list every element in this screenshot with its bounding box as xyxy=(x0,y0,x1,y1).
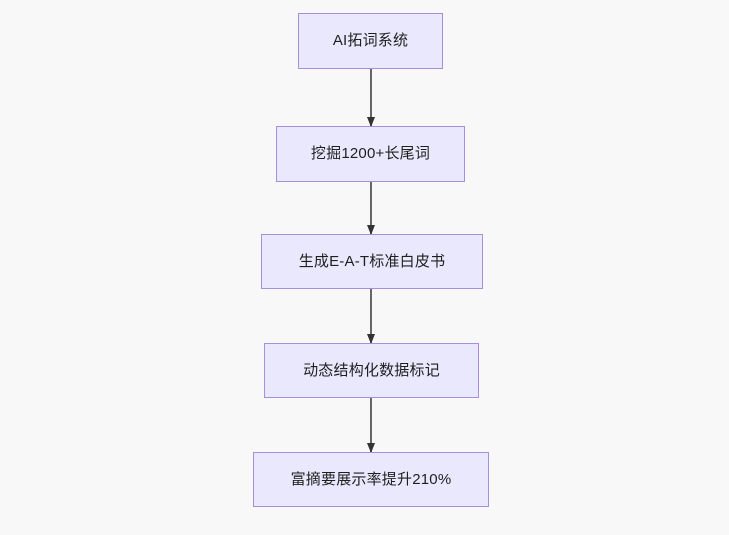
node-label: AI拓词系统 xyxy=(332,32,409,49)
node-label: 生成E-A-T标准白皮书 xyxy=(298,252,446,270)
flowchart-node-generate-eat-whitepaper[interactable]: 生成E-A-T标准白皮书 xyxy=(261,234,483,289)
node-label: 动态结构化数据标记 xyxy=(303,361,440,379)
node-label: 富摘要展示率提升210% xyxy=(290,470,452,488)
flowchart-node-ai-keyword-system[interactable]: AI拓词系统 xyxy=(298,13,443,69)
flowchart-node-mine-longtail-keywords[interactable]: 挖掘1200+长尾词 xyxy=(276,126,465,182)
flowchart-node-rich-snippet-rate-increase[interactable]: 富摘要展示率提升210% xyxy=(253,452,489,507)
flowchart-node-dynamic-structured-data-markup[interactable]: 动态结构化数据标记 xyxy=(264,343,479,398)
node-label: 挖掘1200+长尾词 xyxy=(310,145,431,162)
